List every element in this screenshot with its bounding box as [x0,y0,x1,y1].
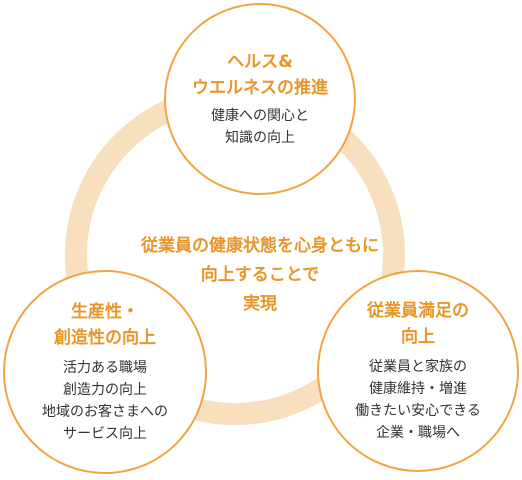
center-message: 従業員の健康状態を心身ともに 向上することで 実現 [110,232,410,319]
circle-description: 健康への関心と 知識の向上 [211,105,309,149]
desc-line: 活力ある職場 [63,360,147,376]
desc-line: 健康維持・増進 [368,381,467,397]
circle-description: 活力ある職場 創造力の向上 地域のお客さまへの サービス向上 [42,357,168,445]
title-line: ヘルス& [227,52,293,72]
circle-productivity: 生産性・ 創造性の向上 活力ある職場 創造力の向上 地域のお客さまへの サービス… [3,270,207,474]
desc-line: 知識の向上 [225,130,295,146]
circle-health-wellness: ヘルス& ウエルネスの推進 健康への関心と 知識の向上 [164,3,356,195]
desc-line: 地域のお客さまへの [42,404,168,420]
circle-description: 従業員と家族の 健康維持・増進 働きたい安心できる 企業・職場へ [355,356,481,444]
center-line: 実現 [243,294,277,314]
title-line: 向上 [401,327,435,347]
title-line: ウエルネスの推進 [192,78,328,98]
title-line: 創造性の向上 [54,328,156,348]
desc-line: サービス向上 [63,426,147,442]
desc-line: 働きたい安心できる [355,403,481,419]
title-line: 生産性・ [71,302,139,322]
circle-title: ヘルス& ウエルネスの推進 [192,49,328,101]
circle-title: 生産性・ 創造性の向上 [54,299,156,351]
desc-line: 健康への関心と [211,108,309,124]
center-line: 従業員の健康状態を心身ともに [141,236,379,256]
desc-line: 企業・職場へ [375,425,460,441]
circle-employee-satisfaction: 従業員満足の 向上 従業員と家族の 健康維持・増進 働きたい安心できる 企業・職… [317,270,519,472]
circle-title: 従業員満足の 向上 [367,298,469,350]
desc-line: 従業員と家族の [368,359,467,375]
desc-line: 創造力の向上 [63,382,147,398]
title-line: 従業員満足の [367,301,469,321]
center-line: 向上することで [200,265,320,285]
